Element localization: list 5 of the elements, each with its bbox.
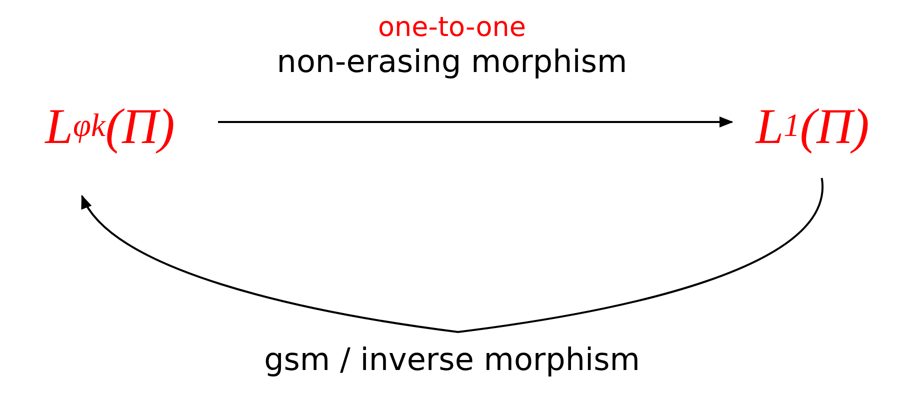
annotation-text: one-to-one: [376, 12, 528, 43]
arrow: [218, 116, 734, 128]
edge-label: non-erasing morphism: [276, 44, 628, 80]
arrow: [81, 178, 823, 333]
edge-label: gsm / inverse morphism: [263, 342, 641, 378]
